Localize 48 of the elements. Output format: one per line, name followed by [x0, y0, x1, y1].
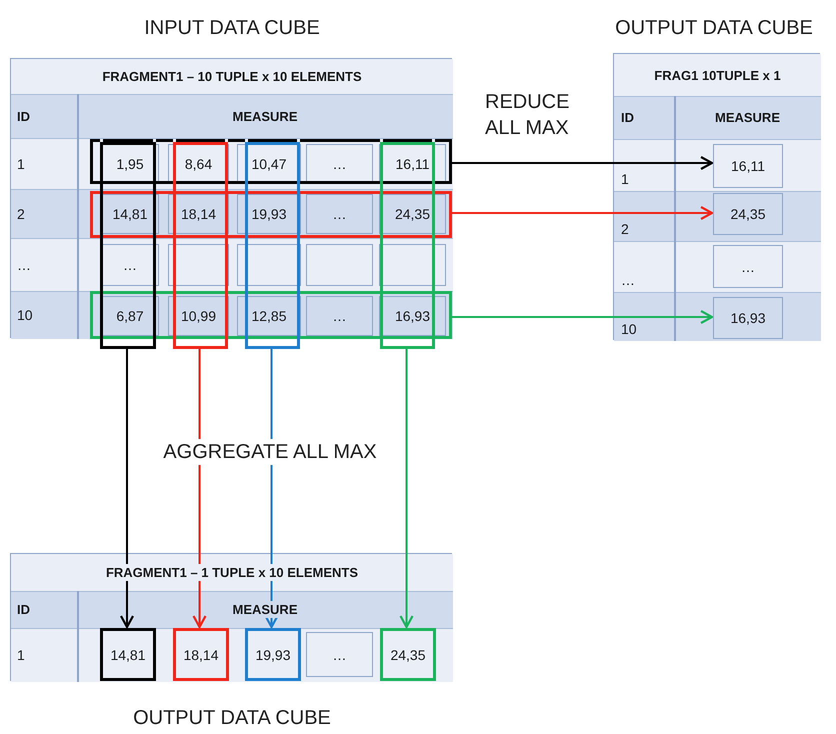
- value-cell: 24,35: [379, 194, 446, 234]
- table-title: FRAGMENT1 – 1 TUPLE x 10 ELEMENTS: [104, 564, 360, 581]
- row-id: 10: [621, 321, 637, 337]
- highlight-frame: [245, 628, 301, 681]
- table-heading: INPUT DATA CUBE: [144, 16, 320, 40]
- row-id: 10: [17, 307, 33, 323]
- value-cell: 18,14: [168, 194, 229, 234]
- highlight-frame: [90, 291, 452, 339]
- highlight-frame: [90, 139, 452, 184]
- highlight-frame: [100, 628, 156, 681]
- arrow: [451, 206, 714, 220]
- value-cell: 16,93: [379, 296, 446, 336]
- value-cell-text: 14,81: [109, 646, 147, 664]
- arrow: [451, 156, 714, 170]
- row-id: …: [17, 256, 31, 272]
- row-id: 1: [621, 171, 629, 187]
- value-cell: 16,11: [713, 144, 783, 188]
- operation-label: REDUCE ALL MAX: [485, 90, 570, 141]
- highlight-frame: [380, 628, 436, 681]
- highlight-frame: [100, 142, 156, 349]
- arrow: [120, 348, 134, 628]
- highlight-frame: [90, 191, 452, 238]
- highlight-frame: [380, 142, 435, 349]
- row-id: …: [621, 272, 635, 288]
- row-id: 2: [621, 221, 629, 237]
- value-cell: 24,35: [713, 193, 783, 235]
- highlight-frame: [173, 142, 228, 349]
- arrow: [451, 310, 714, 324]
- value-cell: …: [713, 245, 783, 288]
- table-heading: OUTPUT DATA CUBE: [615, 16, 813, 40]
- table-heading: OUTPUT DATA CUBE: [133, 706, 331, 730]
- value-cell: 12,85: [237, 296, 301, 336]
- arrow: [399, 348, 414, 628]
- value-cell: 19,93: [237, 194, 301, 234]
- value-cell: 16,93: [713, 297, 783, 339]
- highlight-frame: [173, 628, 229, 681]
- value-cell: …: [306, 194, 373, 234]
- value-cell: …: [306, 632, 373, 677]
- value-cell-text: 24,35: [389, 646, 427, 664]
- row-id: 2: [17, 206, 25, 222]
- row-id: 1: [17, 156, 25, 172]
- value-cell: 10,99: [168, 296, 229, 336]
- row-id: 1: [17, 647, 25, 663]
- value-cell-text: 18,14: [182, 646, 220, 664]
- value-cell: …: [306, 296, 373, 336]
- column-header: MEASURE: [230, 601, 300, 618]
- highlight-frame: [245, 142, 300, 349]
- value-cell-text: 19,93: [254, 646, 292, 664]
